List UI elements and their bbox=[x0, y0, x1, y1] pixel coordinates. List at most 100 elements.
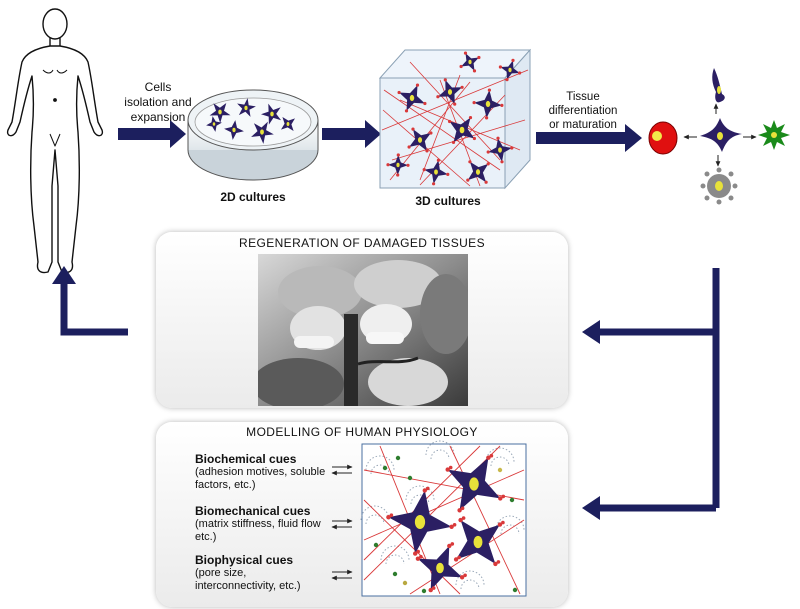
cell-nucleus bbox=[212, 122, 216, 126]
branch-to-regeneration-head bbox=[582, 320, 600, 344]
cell-nucleus bbox=[475, 169, 481, 175]
adhesion-point bbox=[443, 78, 447, 82]
adhesion-point bbox=[498, 65, 502, 69]
step4-label-line: Tissue bbox=[566, 91, 600, 103]
fiber bbox=[383, 89, 501, 171]
cue-detail: (matrix stiffness, fluid flow etc.) bbox=[195, 518, 321, 543]
cell-nucleus bbox=[417, 137, 423, 143]
step1-label-line: isolation and bbox=[124, 95, 192, 109]
cue-heading: Biochemical cues bbox=[195, 452, 297, 466]
cue-biomechanical: Biomechanical cues (matrix stiffness, fl… bbox=[195, 505, 335, 544]
fiber bbox=[409, 61, 501, 161]
adhesion-point bbox=[487, 88, 491, 92]
return-arrow bbox=[60, 282, 128, 336]
adhesion-point bbox=[396, 173, 400, 177]
surgery-photo bbox=[258, 254, 468, 406]
adhesion-point bbox=[518, 71, 522, 75]
adhesion-point bbox=[422, 168, 426, 172]
adhesion-point bbox=[463, 51, 468, 55]
adhesion-point bbox=[425, 149, 429, 153]
cue-detail: (adhesion motives, soluble factors, etc.… bbox=[195, 466, 326, 491]
differentiation-cells-icon bbox=[648, 68, 790, 205]
adhesion-point bbox=[468, 116, 473, 120]
cue-biophysical: Biophysical cues (pore size, interconnec… bbox=[195, 554, 325, 593]
adhesion-point bbox=[436, 158, 440, 162]
human-figure-icon bbox=[6, 8, 104, 274]
step2-label: 2D cultures bbox=[220, 190, 286, 204]
adhesion-point bbox=[510, 146, 514, 150]
step4-label-line: differentiation bbox=[548, 105, 618, 117]
adhesion-point bbox=[500, 160, 504, 164]
adhesion-point bbox=[466, 178, 470, 182]
adhesion-point bbox=[423, 101, 427, 106]
adhesion-point bbox=[486, 150, 490, 154]
modelling-title: MODELLING OF HUMAN PHYSIOLOGY bbox=[246, 425, 478, 439]
fiber bbox=[382, 109, 471, 187]
adhesion-point bbox=[459, 64, 463, 69]
adhesion-point bbox=[446, 172, 450, 176]
cue-heading: Biophysical cues bbox=[195, 553, 294, 567]
cue-biochemical: Biochemical cues (adhesion motives, solu… bbox=[195, 453, 335, 492]
adhesion-point bbox=[460, 85, 464, 89]
adhesion-point bbox=[472, 136, 476, 141]
adhesion-point bbox=[500, 103, 504, 107]
cell-nucleus bbox=[244, 105, 248, 111]
adhesion-point bbox=[472, 101, 476, 105]
cue-heading: Biomechanical cues bbox=[195, 504, 311, 518]
flow-arrow-3 bbox=[536, 124, 642, 152]
step4-label-line: or maturation bbox=[549, 119, 617, 131]
adhesion-point bbox=[404, 109, 409, 113]
cell-nucleus bbox=[508, 67, 512, 73]
cell-nucleus bbox=[409, 94, 415, 102]
cell-nucleus bbox=[270, 111, 274, 117]
cell-nucleus bbox=[218, 109, 222, 115]
adhesion-point bbox=[511, 58, 515, 63]
cell-nucleus bbox=[260, 129, 264, 135]
regeneration-title: REGENERATION OF DAMAGED TISSUES bbox=[239, 236, 485, 250]
flow-arrow-1 bbox=[118, 120, 186, 148]
scaffold-cube-icon bbox=[378, 48, 532, 190]
cell-nucleus bbox=[459, 126, 465, 134]
cell-nucleus bbox=[232, 127, 236, 133]
cell-nucleus bbox=[498, 147, 502, 153]
adhesion-point bbox=[396, 153, 400, 157]
adhesion-point bbox=[407, 145, 411, 149]
adhesion-point bbox=[472, 69, 477, 73]
adhesion-point bbox=[485, 116, 489, 120]
cell-nucleus bbox=[485, 100, 491, 108]
branch-to-modelling-head bbox=[582, 496, 600, 520]
adhesion-point bbox=[432, 182, 436, 186]
adhesion-point bbox=[477, 55, 481, 60]
cell-nucleus bbox=[447, 89, 453, 95]
adhesion-point bbox=[451, 140, 456, 144]
cue-detail: (pore size, interconnectivity, etc.) bbox=[195, 567, 301, 592]
adhesion-point bbox=[386, 163, 390, 167]
adhesion-point bbox=[468, 160, 472, 164]
adhesion-point bbox=[448, 119, 452, 124]
step4-label: Tissue differentiation or maturation bbox=[528, 90, 638, 132]
fiber bbox=[381, 69, 529, 131]
adhesion-point bbox=[429, 131, 433, 135]
adhesion-point bbox=[486, 162, 490, 166]
step1-label: Cells isolation and expansion bbox=[108, 80, 208, 125]
petri-dish-icon bbox=[187, 89, 319, 181]
cell-nucleus bbox=[286, 122, 290, 126]
cell-nucleus bbox=[468, 59, 472, 65]
adhesion-point bbox=[484, 180, 488, 184]
adhesion-point bbox=[397, 90, 401, 95]
adhesion-point bbox=[505, 78, 509, 82]
regeneration-panel: REGENERATION OF DAMAGED TISSUES bbox=[156, 232, 568, 408]
fiber bbox=[391, 119, 526, 161]
cell-nucleus bbox=[434, 169, 438, 175]
adhesion-point bbox=[436, 95, 440, 99]
step1-label-line: Cells bbox=[144, 80, 172, 94]
return-arrow-head bbox=[52, 266, 76, 284]
adhesion-point bbox=[411, 127, 415, 131]
adhesion-point bbox=[415, 83, 420, 87]
flow-arrow-2 bbox=[322, 120, 381, 148]
cell-nucleus bbox=[396, 162, 400, 168]
adhesion-point bbox=[496, 136, 500, 140]
step1-label-line: expansion bbox=[130, 110, 186, 124]
